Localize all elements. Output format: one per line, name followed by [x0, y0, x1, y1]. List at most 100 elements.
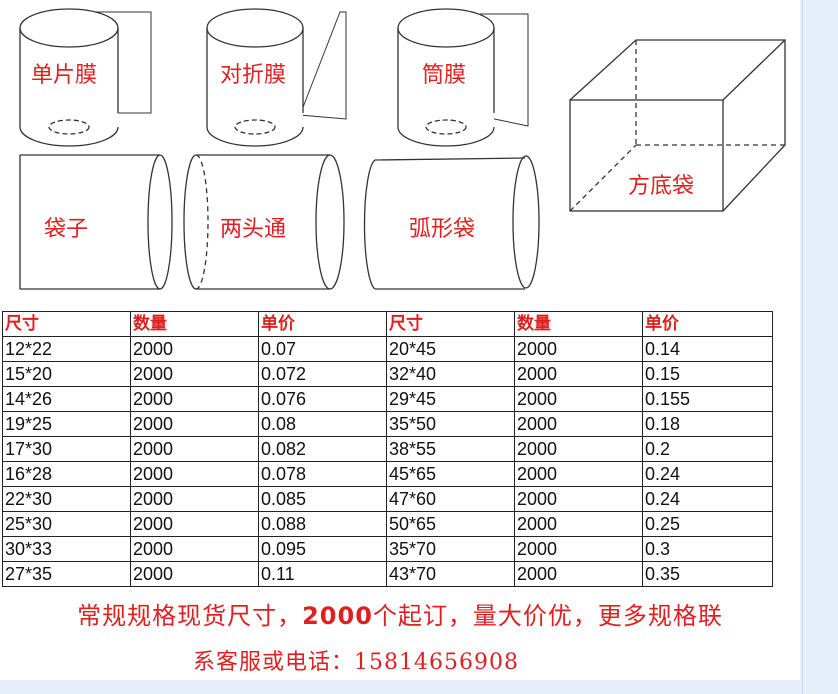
table-cell: 45*65	[386, 461, 515, 487]
table-cell: 22*30	[2, 486, 131, 512]
bag-type-diagram: 单片膜 对折膜 筒膜 方底袋 袋子 两头通 弧形袋	[19, 8, 786, 290]
stock-notice-line1: 常规规格现货尺寸，2000个起订，量大价优，更多规格联	[0, 596, 800, 631]
arc-bag-icon	[363, 155, 540, 290]
table-cell: 29*45	[386, 386, 515, 412]
table-cell: 17*30	[2, 436, 131, 462]
table-cell: 50*65	[386, 511, 515, 537]
table-cell: 0.07	[258, 336, 387, 362]
table-cell: 2000	[514, 561, 643, 587]
table-cell: 38*55	[386, 436, 515, 462]
open-both-ends-label: 两头通	[220, 217, 286, 242]
table-cell: 12*22	[2, 336, 131, 362]
table-cell: 0.072	[258, 361, 387, 387]
table-cell: 0.078	[258, 461, 387, 487]
table-cell: 2000	[130, 511, 259, 537]
table-cell: 2000	[514, 336, 643, 362]
table-cell: 2000	[130, 561, 259, 587]
table-cell: 2000	[130, 486, 259, 512]
table-cell: 2000	[130, 386, 259, 412]
table-cell: 2000	[514, 386, 643, 412]
notice-text-b: 个起订，量大价优，更多规格联	[372, 602, 723, 630]
table-cell: 2000	[130, 411, 259, 437]
tube-film-label: 筒膜	[422, 63, 466, 88]
table-cell: 0.25	[642, 511, 773, 537]
table-cell: 16*28	[2, 461, 131, 487]
minimum-order-quantity: 2000	[302, 602, 373, 630]
table-cell: 2000	[514, 461, 643, 487]
table-cell: 0.076	[258, 386, 387, 412]
table-cell: 35*70	[386, 536, 515, 562]
table-cell: 14*26	[2, 386, 131, 412]
table-cell: 20*45	[386, 336, 515, 362]
arc-bag-label: 弧形袋	[409, 217, 475, 242]
table-cell: 47*60	[386, 486, 515, 512]
table-cell: 2000	[130, 361, 259, 387]
bag-icon	[19, 154, 173, 290]
table-cell: 0.08	[258, 411, 387, 437]
table-cell: 2000	[130, 336, 259, 362]
table-cell: 0.082	[258, 436, 387, 462]
table-cell: 2000	[514, 361, 643, 387]
column-header: 单价	[258, 311, 387, 337]
table-cell: 43*70	[386, 561, 515, 587]
table-cell: 0.2	[642, 436, 773, 462]
table-cell: 0.11	[258, 561, 387, 587]
folded-film-label: 对折膜	[220, 63, 286, 88]
bag-label: 袋子	[44, 217, 88, 242]
folded-film-roll-icon	[206, 8, 347, 147]
table-cell: 25*30	[2, 511, 131, 537]
table-cell: 0.15	[642, 361, 773, 387]
table-cell: 35*50	[386, 411, 515, 437]
table-cell: 0.095	[258, 536, 387, 562]
column-header: 单价	[642, 311, 773, 337]
table-cell: 2000	[514, 536, 643, 562]
table-cell: 19*25	[2, 411, 131, 437]
table-cell: 30*33	[2, 536, 131, 562]
table-cell: 15*20	[2, 361, 131, 387]
column-header: 尺寸	[386, 311, 515, 337]
column-header: 数量	[130, 311, 259, 337]
table-cell: 2000	[130, 436, 259, 462]
column-header: 数量	[514, 311, 643, 337]
column-header: 尺寸	[2, 311, 131, 337]
table-cell: 0.24	[642, 461, 773, 487]
tube-film-roll-icon	[397, 8, 529, 147]
right-margin	[800, 0, 838, 694]
margin-divider	[802, 0, 803, 694]
table-cell: 0.35	[642, 561, 773, 587]
table-cell: 2000	[130, 461, 259, 487]
table-cell: 2000	[514, 511, 643, 537]
table-cell: 2000	[514, 486, 643, 512]
table-cell: 0.155	[642, 386, 773, 412]
table-cell: 0.085	[258, 486, 387, 512]
table-cell: 0.18	[642, 411, 773, 437]
open-both-ends-tube-icon	[183, 154, 345, 290]
notice-text-a: 常规规格现货尺寸，	[77, 602, 303, 630]
table-cell: 2000	[514, 411, 643, 437]
contact-phone-line: 系客服或电话：15814656908	[193, 650, 519, 675]
table-cell: 0.3	[642, 536, 773, 562]
table-cell: 0.088	[258, 511, 387, 537]
single-film-label: 单片膜	[31, 63, 97, 88]
square-bottom-bag-label: 方底袋	[628, 174, 694, 199]
table-cell: 0.24	[642, 486, 773, 512]
table-cell: 2000	[130, 536, 259, 562]
single-film-roll-icon	[19, 8, 152, 147]
square-bottom-bag-icon	[569, 39, 786, 212]
table-header-row: 尺寸数量单价尺寸数量单价	[2, 311, 773, 337]
table-cell: 32*40	[386, 361, 515, 387]
table-cell: 0.14	[642, 336, 773, 362]
